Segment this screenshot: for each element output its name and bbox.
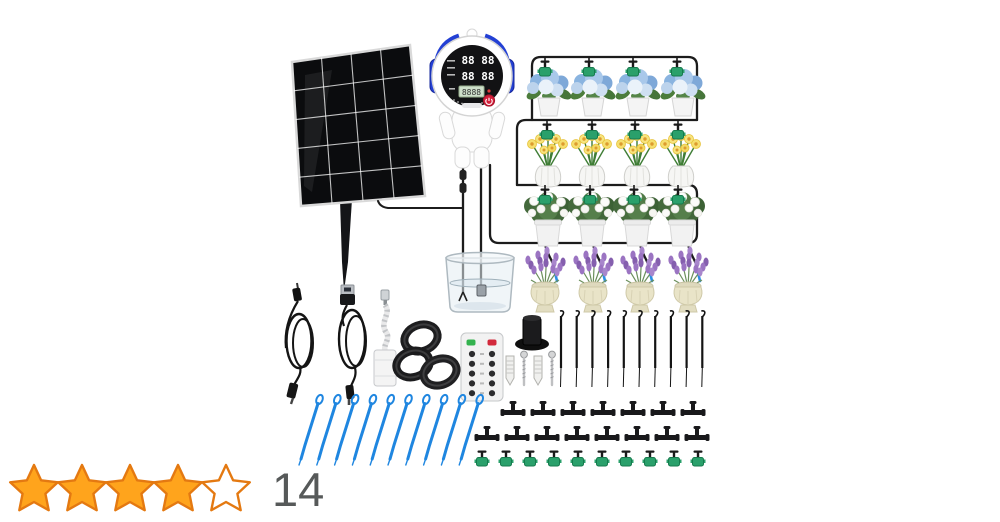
- flower-pot: [526, 130, 569, 188]
- mount-base: [515, 315, 549, 351]
- svg-text:8888: 8888: [462, 88, 481, 97]
- dripper-icon: [581, 60, 597, 77]
- tee-connector: [564, 426, 590, 441]
- dripper-icon: [642, 450, 658, 467]
- black-stake: [700, 309, 706, 389]
- tee-connector: [594, 426, 620, 441]
- dripper-icon: [570, 450, 586, 467]
- tubing-coils: [392, 320, 461, 390]
- flower-pot: [615, 130, 658, 188]
- tee-connector: [680, 401, 706, 416]
- dripper-icon: [582, 188, 598, 205]
- tee-connector: [504, 426, 530, 441]
- black-stake: [684, 309, 691, 389]
- tee-connector: [624, 426, 650, 441]
- black-stake: [605, 309, 612, 389]
- svg-text:88 88: 88 88: [461, 54, 494, 67]
- tee-connector: [500, 401, 526, 416]
- tee-connector: [650, 401, 676, 416]
- flex-connector: [373, 289, 400, 387]
- dripper-icon: [625, 60, 641, 77]
- dripper-icon: [474, 450, 490, 467]
- star-icon[interactable]: [104, 463, 156, 512]
- dripper-icon: [670, 188, 686, 205]
- rating-row: 14: [8, 461, 324, 517]
- dripper-icon: [498, 450, 514, 467]
- star-icon[interactable]: [200, 463, 252, 512]
- blue-drip-stakes: [297, 392, 486, 467]
- tee-connector: [654, 426, 680, 441]
- dripper-icon: [584, 123, 600, 140]
- remote-off-button: [487, 339, 497, 346]
- dripper-icon: [669, 60, 685, 77]
- star-icon[interactable]: [9, 463, 59, 512]
- water-bucket: [445, 251, 515, 313]
- tee-connector: [534, 426, 560, 441]
- remote-buttons: [468, 350, 496, 397]
- dripper-icon: [539, 123, 555, 140]
- wall-anchor: [533, 355, 543, 386]
- usb-cable: [337, 284, 367, 405]
- black-stake: [668, 309, 675, 389]
- dripper-icon: [594, 450, 610, 467]
- tee-connector: [560, 401, 586, 416]
- black-stake: [637, 309, 644, 389]
- tee-connector: [590, 401, 616, 416]
- solar-panel: [290, 43, 427, 291]
- dripper-icon: [627, 123, 643, 140]
- black-stake: [621, 309, 628, 389]
- wall-anchor: [505, 355, 515, 386]
- dripper-icon: [666, 450, 682, 467]
- remote-control: [460, 332, 504, 402]
- row-drippers: [537, 57, 686, 205]
- flower-pot: [619, 245, 662, 313]
- tee-connectors: [474, 401, 710, 441]
- flower-pot: [572, 245, 615, 313]
- controller-astronaut: 88 88 88 88 8888: [429, 28, 515, 169]
- dripper-icon: [537, 188, 553, 205]
- remote-on-button: [466, 339, 476, 346]
- cable-connector: [459, 183, 467, 193]
- dripper-icon: [537, 60, 553, 77]
- dc-cable: [284, 282, 314, 405]
- tee-connector: [530, 401, 556, 416]
- star-icon[interactable]: [57, 463, 108, 512]
- black-stake: [558, 309, 565, 389]
- star-rating[interactable]: [8, 461, 258, 517]
- mounting-screw: [519, 349, 529, 387]
- suction-fork: [458, 291, 468, 302]
- mounting-screw: [547, 349, 557, 387]
- product-image[interactable]: 88 88 88 88 8888: [0, 0, 1000, 470]
- dripper-icon: [626, 188, 642, 205]
- dripper-icon: [546, 450, 562, 467]
- solar-power-cable: [377, 200, 464, 209]
- black-stake: [574, 309, 581, 389]
- black-stake: [590, 309, 597, 389]
- panel-grid: [293, 49, 423, 204]
- green-dripper-kit: [474, 450, 706, 467]
- flower-pot: [570, 130, 613, 188]
- dripper-icon: [618, 450, 634, 467]
- panel-ground-stake: [340, 199, 352, 291]
- inlet-filter: [476, 284, 487, 297]
- dripper-icon: [670, 123, 686, 140]
- review-count-link[interactable]: 14: [272, 462, 325, 516]
- flower-pot: [524, 245, 567, 313]
- blue-stake: [457, 392, 486, 467]
- flower-pot: [658, 68, 708, 117]
- tee-connector: [684, 426, 710, 441]
- star-icon[interactable]: [152, 463, 204, 512]
- tee-connector: [620, 401, 646, 416]
- black-stake: [653, 309, 659, 389]
- dripper-icon: [522, 450, 538, 467]
- tee-connector: [474, 426, 500, 441]
- black-drip-stakes: [558, 309, 706, 389]
- cable-connector: [459, 170, 467, 180]
- flower-pot: [667, 245, 710, 313]
- dripper-icon: [690, 450, 706, 467]
- flower-pot: [659, 130, 702, 188]
- svg-text:88 88: 88 88: [461, 70, 494, 83]
